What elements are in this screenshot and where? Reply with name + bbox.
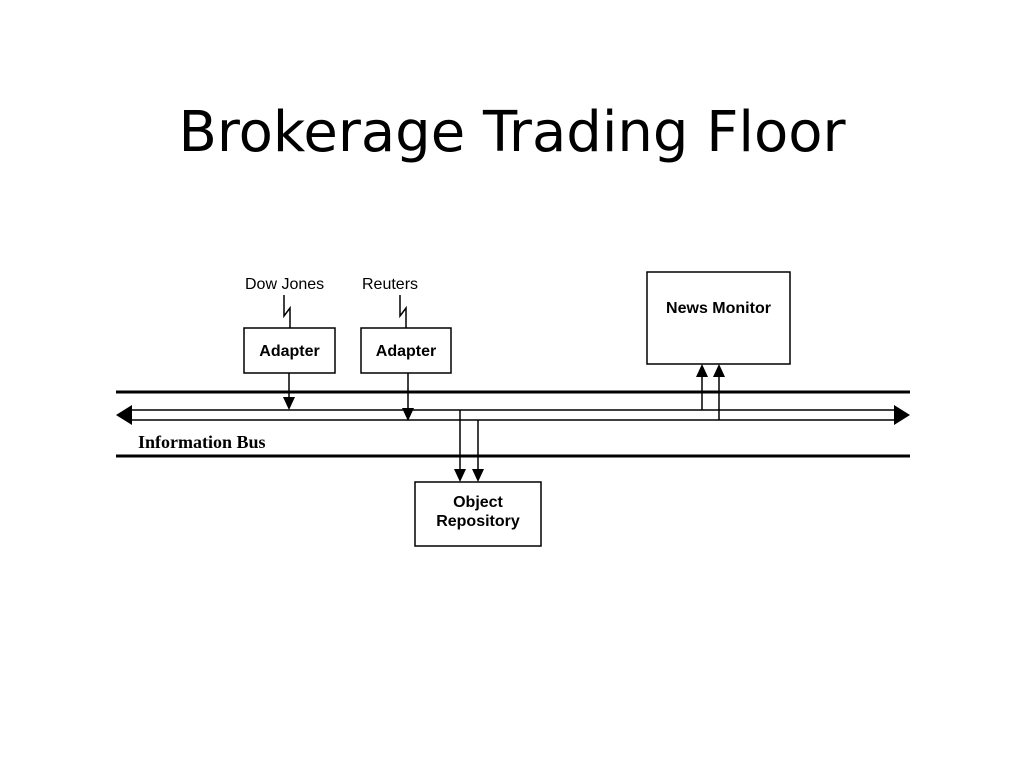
repository-arrowhead-1-icon xyxy=(454,469,466,482)
bus-right-arrow-icon xyxy=(894,405,910,425)
object-repository-label-line2: Repository xyxy=(436,513,520,530)
adapter-label-dow-jones: Adapter xyxy=(259,343,319,360)
source-label-reuters: Reuters xyxy=(362,276,418,293)
news-arrowhead-1-icon xyxy=(696,364,708,377)
bus-label: Information Bus xyxy=(138,432,266,452)
object-repository-label-line1: Object xyxy=(453,494,503,511)
source-label-dow-jones: Dow Jones xyxy=(245,276,324,293)
adapter-label-reuters: Adapter xyxy=(376,343,436,360)
reuters-feed-icon xyxy=(399,295,407,328)
dow-jones-feed-icon xyxy=(283,295,291,328)
slide-title: Brokerage Trading Floor xyxy=(178,100,846,165)
object-repository-box xyxy=(414,481,542,547)
news-monitor-box xyxy=(646,271,791,365)
adapter-box-reuters xyxy=(360,327,452,374)
adapter1-arrowhead-icon xyxy=(283,397,295,410)
bus-left-arrow-icon xyxy=(116,405,132,425)
repository-arrowhead-2-icon xyxy=(472,469,484,482)
adapter2-arrowhead-icon xyxy=(402,408,414,421)
news-arrowhead-2-icon xyxy=(713,364,725,377)
news-monitor-label: News Monitor xyxy=(666,300,771,317)
